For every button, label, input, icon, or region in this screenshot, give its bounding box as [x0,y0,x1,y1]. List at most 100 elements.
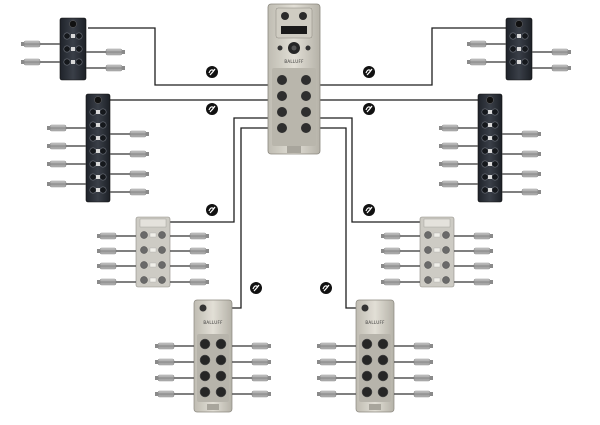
port [377,370,389,382]
cable-hub-low-left [168,117,275,223]
port [215,370,227,382]
port [521,45,529,53]
port [89,173,97,181]
sensor [232,390,271,398]
port [63,45,71,53]
sensor [317,390,356,398]
io-link-icon [363,204,375,216]
hub-mid-left [47,93,149,203]
sensor [381,247,420,255]
sensor [502,188,541,196]
sensor [381,278,420,286]
port [491,160,499,168]
port [361,338,373,350]
sensor [110,188,149,196]
sensor [155,390,194,398]
sensor [532,48,571,56]
hub-low-right [381,216,493,288]
sensor [170,278,209,286]
sensor [532,64,571,72]
sensor [394,342,433,350]
port [424,276,432,284]
port [377,386,389,398]
sensor [317,374,356,382]
port [99,160,107,168]
sensor [317,358,356,366]
sensor [21,58,60,66]
port [99,134,107,142]
sensor [97,278,136,286]
port [424,231,432,239]
cable-hub-top-left [88,27,270,86]
port [140,231,148,239]
io-link-icon [250,282,262,294]
port [99,147,107,155]
port [140,246,148,254]
io-link-icon [363,66,375,78]
sensor [110,130,149,138]
port [521,32,529,40]
port [491,186,499,194]
port [89,121,97,129]
port [481,108,489,116]
port [442,246,450,254]
sensor [394,374,433,382]
port [75,32,83,40]
port [215,354,227,366]
sensor [439,180,478,188]
sensor [317,342,356,350]
port [89,134,97,142]
port [481,173,489,181]
port [75,58,83,66]
io-link-master: BALLUFF [267,3,321,155]
port [140,276,148,284]
sensor [232,358,271,366]
sensor [454,247,493,255]
port [140,261,148,269]
sensor [232,342,271,350]
hub-bottom-left: BALLUFF [155,299,271,413]
sensor [155,374,194,382]
sensor [467,40,506,48]
sensor [170,232,209,240]
port [442,276,450,284]
port [199,370,211,382]
port [424,261,432,269]
master-port-block [272,68,316,146]
hub-logo: BALLUFF [203,320,223,325]
sensor [47,180,86,188]
port [377,338,389,350]
port [199,354,211,366]
io-link-icons [206,66,375,294]
port [89,186,97,194]
port [99,186,107,194]
sensor [86,48,125,56]
port [199,386,211,398]
cable-hub-low-right [313,117,420,223]
port [361,386,373,398]
sensor [97,247,136,255]
sensor [394,358,433,366]
port [361,354,373,366]
port [158,231,166,239]
port [481,134,489,142]
port [491,147,499,155]
sensor [394,390,433,398]
io-link-icon [206,103,218,115]
port [89,147,97,155]
port [99,108,107,116]
port [158,261,166,269]
sensor [467,58,506,66]
sensor [86,64,125,72]
sensor [47,142,86,150]
sensor [97,232,136,240]
port [509,45,517,53]
cable-hub-bottom-left [220,127,282,309]
sensor [381,232,420,240]
cables [88,27,506,309]
sensor [110,150,149,158]
sensor [454,278,493,286]
port [491,108,499,116]
io-link-icon [206,66,218,78]
